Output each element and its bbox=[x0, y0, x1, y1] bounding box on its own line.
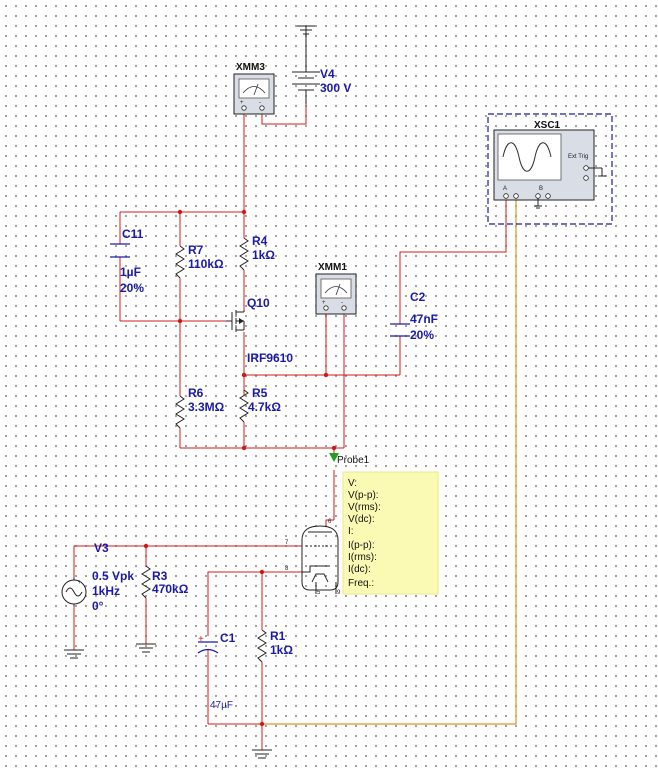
probe-name: Probe1 bbox=[337, 455, 370, 466]
v3-phase: 0° bbox=[92, 599, 104, 613]
xmm1-label: XMM1 bbox=[318, 262, 347, 273]
probe-field-i: I: bbox=[348, 526, 354, 537]
r7-name: R7 bbox=[188, 243, 204, 257]
probe-field-ipp: I(p-p): bbox=[348, 540, 375, 551]
v3-amplitude: 0.5 Vpk bbox=[92, 569, 134, 583]
probe-field-vpp: V(p-p): bbox=[348, 490, 379, 501]
xsc1-ext-trig-label: Ext Trig bbox=[568, 154, 588, 160]
r7-value: 110kΩ bbox=[188, 257, 224, 271]
xmm1-minus-label: - bbox=[341, 300, 343, 306]
vacuum-tube-triode[interactable] bbox=[301, 525, 339, 594]
c1-name: C1 bbox=[220, 631, 236, 645]
q10-part: IRF9610 bbox=[247, 351, 293, 365]
tube-pin-plate: 6 bbox=[328, 519, 332, 525]
c1-electrolytic-capacitor[interactable] bbox=[197, 641, 219, 654]
r5-resistor[interactable] bbox=[239, 389, 249, 423]
c11-name: C11 bbox=[122, 227, 144, 241]
tube-pin-heater-a: 5 bbox=[317, 590, 321, 596]
r4-value: 1kΩ bbox=[252, 248, 275, 262]
r6-value: 3.3MΩ bbox=[188, 400, 225, 414]
r4-resistor[interactable] bbox=[239, 237, 249, 271]
r1-resistor[interactable] bbox=[257, 629, 267, 663]
probe-readout-box bbox=[342, 471, 439, 595]
r5-name: R5 bbox=[252, 386, 268, 400]
c1-value: 47µF bbox=[210, 700, 233, 711]
wires bbox=[73, 104, 507, 750]
r3-value: 470kΩ bbox=[152, 582, 189, 596]
v4-battery[interactable] bbox=[292, 25, 320, 104]
v3-name: V3 bbox=[94, 541, 109, 555]
q10-name: Q10 bbox=[247, 296, 270, 310]
xmm3-minus-label: - bbox=[259, 100, 261, 106]
probe-arrow-icon[interactable] bbox=[329, 453, 339, 462]
c1-plus-label: + bbox=[198, 634, 204, 645]
svg-text:+: + bbox=[78, 580, 82, 586]
v4-value: 300 V bbox=[320, 81, 351, 95]
c2-capacitor[interactable] bbox=[390, 323, 410, 337]
r6-name: R6 bbox=[188, 386, 204, 400]
c2-value: 47nF bbox=[410, 312, 438, 326]
xsc1-channel-a-label: A bbox=[503, 186, 507, 192]
r5-value: 4.7kΩ bbox=[248, 400, 281, 414]
c11-capacitor[interactable] bbox=[110, 243, 130, 258]
xsc1-channel-b-label: B bbox=[539, 186, 543, 192]
ground-r3-icon bbox=[136, 643, 156, 653]
r7-resistor[interactable] bbox=[175, 245, 185, 279]
probe-fields: V: V(p-p): V(rms): V(dc): I: I(p-p): I(r… bbox=[348, 478, 381, 589]
q10-mosfet[interactable] bbox=[226, 310, 245, 332]
xsc1-label: XSC1 bbox=[534, 120, 561, 131]
xmm1-plus-label: + bbox=[322, 300, 326, 306]
xmm3-label: XMM3 bbox=[236, 62, 265, 73]
r6-resistor[interactable] bbox=[175, 395, 185, 429]
tube-pin-heater-b: 9 bbox=[337, 590, 341, 596]
ground-main-icon bbox=[252, 749, 272, 759]
tube-pin-grid: 7 bbox=[285, 540, 289, 546]
probe-field-irms: I(rms): bbox=[348, 552, 377, 563]
probe-field-v: V: bbox=[348, 478, 357, 489]
xmm1-multimeter[interactable]: + - bbox=[315, 273, 357, 315]
r3-name: R3 bbox=[152, 569, 168, 583]
tube-pin-cathode: 8 bbox=[285, 566, 289, 572]
probe-field-freq: Freq.: bbox=[348, 578, 374, 589]
c2-tolerance: 20% bbox=[410, 328, 434, 342]
scope-probe-wire bbox=[262, 200, 517, 725]
v3-ac-source[interactable]: + bbox=[61, 578, 87, 606]
xmm3-plus-label: + bbox=[240, 100, 244, 106]
probe-field-vdc: V(dc): bbox=[348, 514, 375, 525]
c11-value: 1µF bbox=[120, 265, 141, 279]
r4-name: R4 bbox=[252, 234, 268, 248]
probe-field-vrms: V(rms): bbox=[348, 502, 381, 513]
junction-dots bbox=[143, 209, 337, 727]
c11-tolerance: 20% bbox=[120, 281, 144, 295]
xsc1-oscilloscope[interactable]: A B Ext Trig bbox=[493, 129, 606, 209]
r1-value: 1kΩ bbox=[270, 643, 293, 657]
r1-name: R1 bbox=[270, 629, 286, 643]
v3-frequency: 1kHz bbox=[92, 584, 120, 598]
v4-name: V4 bbox=[320, 67, 335, 81]
ground-v3-icon bbox=[64, 649, 84, 659]
c2-name: C2 bbox=[410, 290, 426, 304]
xmm3-multimeter[interactable]: + - bbox=[233, 73, 275, 115]
probe-field-idc: I(dc): bbox=[348, 564, 371, 575]
r3-resistor[interactable] bbox=[141, 565, 151, 599]
